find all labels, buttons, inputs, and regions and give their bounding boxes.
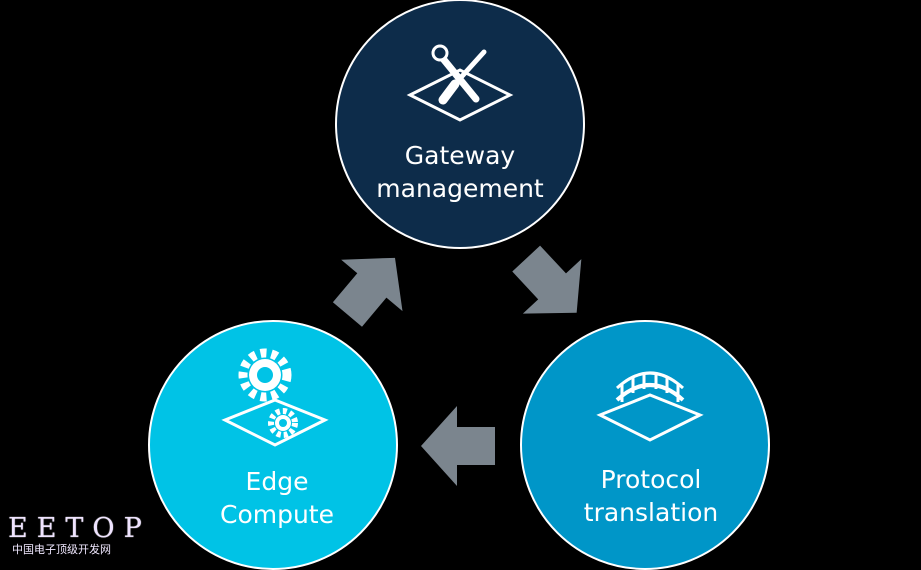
node-label-line2: translation [584,498,718,527]
arrow-shape [421,406,495,486]
node-gateway-management: Gateway management [335,0,585,249]
watermark-logo: EETOP [8,513,151,544]
arrow-gateway-to-protocol [512,245,582,314]
arrow-protocol-to-edge [421,406,495,486]
eetop-watermark: EETOP 中国电子顶级开发网 [8,515,148,557]
node-label-line1: Protocol [601,465,702,494]
arrow-shape [512,245,582,314]
node-label-line1: Edge [246,467,309,496]
tools-icon [406,44,514,122]
node-protocol-translation: Protocol translation [520,320,770,570]
node-circle [335,0,585,249]
watermark-subtitle: 中国电子顶级开发网 [12,543,111,556]
node-edge-compute: Edge Compute [148,320,398,570]
node-label-line2: management [376,174,544,203]
arrow-shape [332,257,403,327]
node-label-line2: Compute [220,500,334,529]
node-label-line1: Gateway [405,141,516,170]
bridge-icon [596,371,704,442]
arrow-edge-to-gateway [332,257,403,327]
node-circle [520,320,770,570]
gears-icon [221,348,329,447]
